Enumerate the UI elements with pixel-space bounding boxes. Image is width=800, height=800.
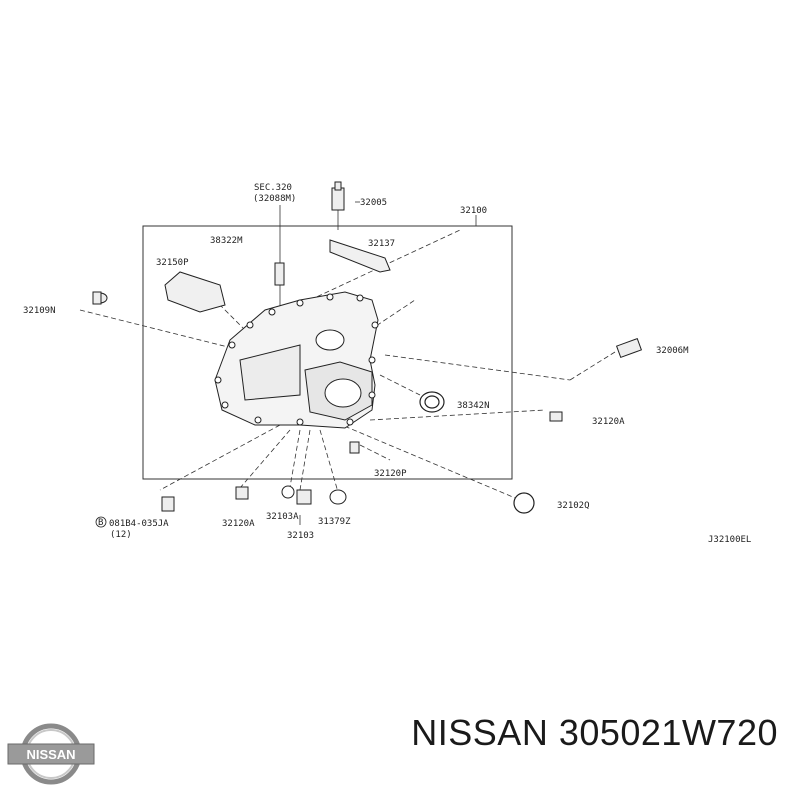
pin-38322M [274,262,285,286]
label-32006M: 32006M [656,346,689,356]
label-32120P: 32120P [374,469,407,479]
leader-lines [79,229,616,501]
ring-32103A [281,485,295,499]
label-32150P: 32150P [156,258,189,268]
seal-32102Q [513,492,535,514]
seal-38342N [419,391,445,413]
label-32005: 32005 [360,198,387,208]
bolt-081B4 [161,496,175,512]
label-sec-ref-sub: (32088M) [253,194,296,204]
nissan-logo: NISSAN [7,723,95,785]
label-32109N: 32109N [23,306,56,316]
rail-32137 [329,239,391,273]
label-32103: 32103 [287,531,314,541]
assembly-frame [142,225,513,480]
bolt-32109N [92,291,108,305]
washer-31379Z [329,489,347,505]
label-sec-ref: SEC.320 [254,183,292,193]
plug-32120P [349,441,360,454]
label-32137: 32137 [368,239,395,249]
label-31379Z: 31379Z [318,517,351,527]
sensor-32005 [331,181,345,211]
label-38322M: 38322M [210,236,243,246]
label-32102Q: 32102Q [557,501,590,511]
label-32103A: 32103A [266,512,299,522]
plug-32103 [296,489,312,505]
label-32120A-right: 32120A [592,417,625,427]
label-diagram-code: J32100EL [708,535,751,545]
transmission-case [214,291,379,429]
bolt-32120A-bottom [235,486,249,500]
bolt-32120A-right [549,411,563,422]
label-38342N: 38342N [457,401,490,411]
label-081B4: 081B4-035JA [109,519,169,529]
bolt-prefix-circle [95,516,107,528]
logo-text: NISSAN [26,747,75,762]
bracket-32150P [164,271,226,313]
part-number-caption: NISSAN 305021W720 [411,712,778,753]
label-32120A-bottom: 32120A [222,519,255,529]
label-bolt-prefix: B [98,518,103,528]
label-bolt-qty: (12) [110,530,132,540]
label-32100: 32100 [460,206,487,216]
sensor-32006M [615,337,643,359]
